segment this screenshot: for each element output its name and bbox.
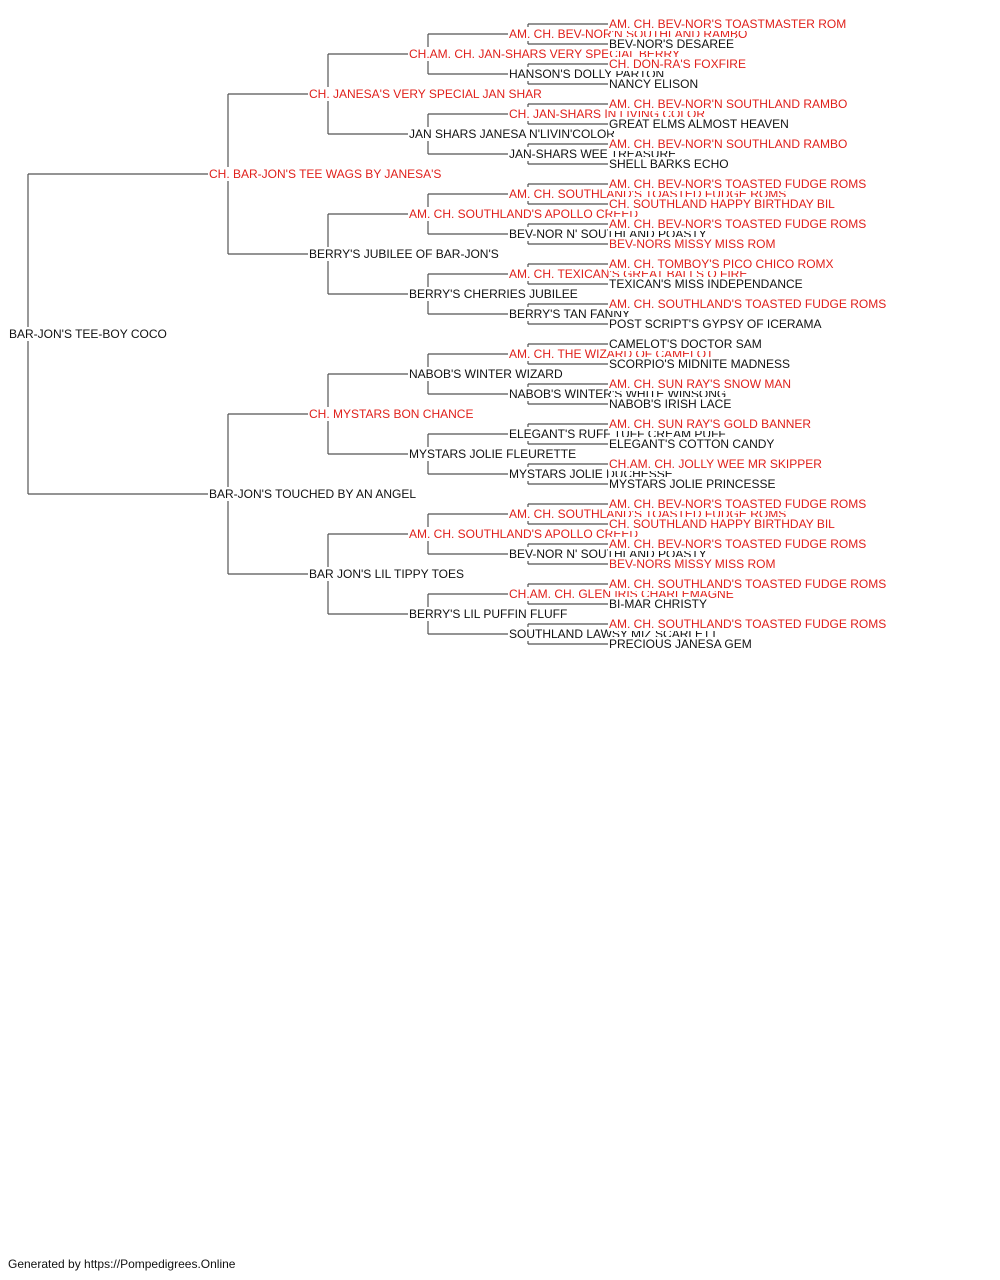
pedigree-dam: MYSTARS JOLIE FLEURETTE bbox=[408, 447, 578, 461]
pedigree-dam: CH. SOUTHLAND HAPPY BIRTHDAY BIL bbox=[608, 197, 836, 211]
pedigree-sire: AM. CH. BEV-NOR'S TOASTED FUDGE ROMS bbox=[608, 537, 868, 551]
pedigree-dog: BAR-JON'S TEE-BOY COCO bbox=[8, 327, 168, 341]
pedigree-dam: JAN SHARS JANESA N'LIVIN'COLOR bbox=[408, 127, 616, 141]
pedigree-sire: CH. JANESA'S VERY SPECIAL JAN SHAR bbox=[308, 87, 543, 101]
pedigree-dam: POST SCRIPT'S GYPSY OF ICERAMA bbox=[608, 317, 823, 331]
pedigree-dam: BAR-JON'S TOUCHED BY AN ANGEL bbox=[208, 487, 418, 501]
pedigree-dam: BEV-NORS MISSY MISS ROM bbox=[608, 557, 777, 571]
pedigree-sire: AM. CH. SUN RAY'S SNOW MAN bbox=[608, 377, 793, 391]
generated-by-footer: Generated by https://Pompedigrees.Online bbox=[8, 1257, 236, 1271]
pedigree-dam: MYSTARS JOLIE PRINCESSE bbox=[608, 477, 777, 491]
pedigree-sire: AM. CH. SOUTHLAND'S TOASTED FUDGE ROMS bbox=[608, 297, 888, 311]
pedigree-sire: AM. CH. SOUTHLAND'S APOLLO CREED bbox=[408, 527, 640, 541]
pedigree-sire: CH.AM. CH. JOLLY WEE MR SKIPPER bbox=[608, 457, 823, 471]
pedigree-sire: AM. CH. SUN RAY'S GOLD BANNER bbox=[608, 417, 813, 431]
pedigree-sire: CH. BAR-JON'S TEE WAGS BY JANESA'S bbox=[208, 167, 443, 181]
pedigree-sire: AM. CH. BEV-NOR'S TOASTED FUDGE ROMS bbox=[608, 217, 868, 231]
pedigree-dam: BERRY'S JUBILEE OF BAR-JON'S bbox=[308, 247, 500, 261]
pedigree-dam: PRECIOUS JANESA GEM bbox=[608, 637, 753, 651]
pedigree-sire: AM. CH. BEV-NOR'S TOASTED FUDGE ROMS bbox=[608, 497, 868, 511]
pedigree-dam: BI-MAR CHRISTY bbox=[608, 597, 709, 611]
pedigree-sire: CH. MYSTARS BON CHANCE bbox=[308, 407, 475, 421]
pedigree-dam: ELEGANT'S COTTON CANDY bbox=[608, 437, 776, 451]
pedigree-sire: CH. DON-RA'S FOXFIRE bbox=[608, 57, 747, 71]
pedigree-dam: BERRY'S LIL PUFFIN FLUFF bbox=[408, 607, 569, 621]
pedigree-dam: CH. SOUTHLAND HAPPY BIRTHDAY BIL bbox=[608, 517, 836, 531]
pedigree-sire: NABOB'S WINTER WIZARD bbox=[408, 367, 564, 381]
pedigree-dam: NABOB'S IRISH LACE bbox=[608, 397, 733, 411]
pedigree-dam: SCORPIO'S MIDNITE MADNESS bbox=[608, 357, 791, 371]
pedigree-dam: BERRY'S TAN FANNY bbox=[508, 307, 631, 321]
pedigree-dam: BERRY'S CHERRIES JUBILEE bbox=[408, 287, 579, 301]
pedigree-dam: BEV-NORS MISSY MISS ROM bbox=[608, 237, 777, 251]
pedigree-dam: BEV-NOR'S DESAREE bbox=[608, 37, 735, 51]
pedigree-sire: AM. CH. BEV-NOR'N SOUTHLAND RAMBO bbox=[608, 97, 849, 111]
pedigree-sire: CAMELOT'S DOCTOR SAM bbox=[608, 337, 763, 351]
pedigree-sire: AM. CH. SOUTHLAND'S APOLLO CREED bbox=[408, 207, 640, 221]
pedigree-dam: SHELL BARKS ECHO bbox=[608, 157, 730, 171]
pedigree-sire: AM. CH. BEV-NOR'S TOASTED FUDGE ROMS bbox=[608, 177, 868, 191]
pedigree-dam: TEXICAN'S MISS INDEPENDANCE bbox=[608, 277, 804, 291]
pedigree-sire: AM. CH. SOUTHLAND'S TOASTED FUDGE ROMS bbox=[608, 577, 888, 591]
pedigree-sire: AM. CH. SOUTHLAND'S TOASTED FUDGE ROMS bbox=[608, 617, 888, 631]
pedigree-sire: AM. CH. TOMBOY'S PICO CHICO ROMX bbox=[608, 257, 835, 271]
pedigree-dam: BAR JON'S LIL TIPPY TOES bbox=[308, 567, 466, 581]
pedigree-sire: AM. CH. BEV-NOR'N SOUTHLAND RAMBO bbox=[608, 137, 849, 151]
pedigree-sire: AM. CH. BEV-NOR'S TOASTMASTER ROM bbox=[608, 17, 848, 31]
pedigree-dam: NANCY ELISON bbox=[608, 77, 700, 91]
pedigree-dam: GREAT ELMS ALMOST HEAVEN bbox=[608, 117, 790, 131]
